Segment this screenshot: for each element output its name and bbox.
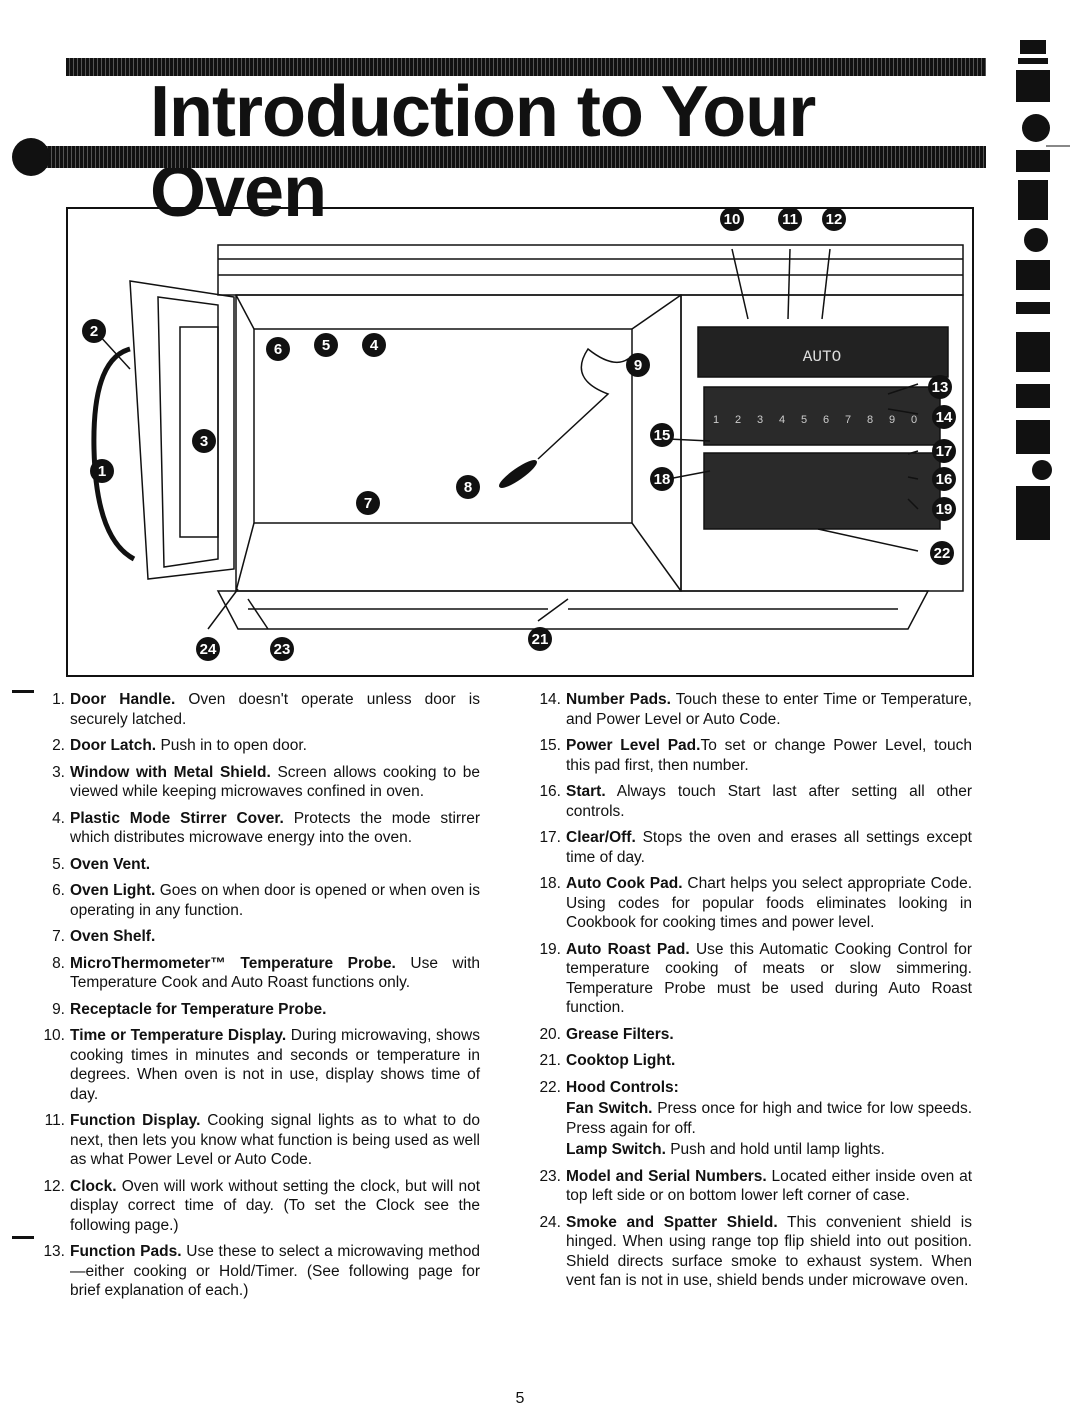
callout-2: 2 [82, 319, 106, 343]
svg-text:23: 23 [274, 641, 291, 658]
legend-item-22: 22.Hood Controls: Fan Switch. Press once… [539, 1078, 973, 1159]
legend-item-18: 18.Auto Cook Pad. Chart helps you select… [539, 875, 972, 931]
oven-diagram-frame [66, 207, 974, 677]
callout-21: 21 [528, 627, 552, 651]
svg-text:4: 4 [370, 337, 379, 354]
legend-subitem-lamp-switch: Lamp Switch. Push and hold until lamp li… [566, 1141, 885, 1158]
legend-item-14: 14.Number Pads. Touch these to enter Tim… [539, 691, 972, 728]
side-title-art [1016, 40, 1070, 540]
callout-9: 9 [626, 353, 650, 377]
callout-16: 16 [932, 467, 956, 491]
svg-text:5: 5 [322, 337, 330, 354]
legend-item-8: 8.MicroThermometer™ Temperature Probe. U… [52, 954, 481, 992]
callout-6: 6 [266, 337, 290, 361]
legend-item-19: 19.Auto Roast Pad. Use this Automatic Co… [539, 940, 973, 1017]
callout-19: 19 [932, 497, 956, 521]
svg-text:18: 18 [654, 471, 671, 488]
panel-key: 0 [911, 414, 917, 426]
panel-key: 5 [801, 414, 807, 426]
legend-left-column: 1.Door Handle. Oven doesn't operate unle… [40, 690, 480, 1308]
svg-text:14: 14 [936, 409, 953, 426]
callout-10: 10 [720, 209, 744, 231]
callout-22: 22 [930, 541, 954, 565]
svg-text:3: 3 [200, 433, 208, 450]
header-rule-bottom [24, 146, 986, 168]
callout-5: 5 [314, 333, 338, 357]
legend-item-15: 15.Power Level Pad.To set or change Powe… [539, 737, 973, 774]
callout-1: 1 [90, 459, 114, 483]
svg-text:7: 7 [364, 495, 372, 512]
svg-text:13: 13 [932, 379, 949, 396]
legend-item-24: 24.Smoke and Spatter Shield. This conven… [539, 1213, 972, 1290]
callout-20-b: 20 [836, 572, 853, 589]
svg-text:1: 1 [98, 463, 106, 480]
callout-17: 17 [932, 439, 956, 463]
svg-text:21: 21 [532, 631, 549, 648]
svg-text:11: 11 [782, 211, 798, 228]
legend-item-10: 10.Time or Temperature Display. During m… [43, 1027, 480, 1103]
svg-text:2: 2 [90, 323, 98, 340]
svg-text:20: 20 [322, 572, 339, 589]
legend-item-21: 21.Cooktop Light. [539, 1052, 676, 1069]
callout-7: 7 [356, 491, 380, 515]
callout-23: 23 [270, 637, 294, 661]
callout-3: 3 [192, 429, 216, 453]
legend-item-20: 20.Grease Filters. [539, 1025, 674, 1043]
legend-item-1: 1.Door Handle. Oven doesn't operate unle… [52, 691, 480, 728]
legend-item-13: 13.Function Pads. Use these to select a … [43, 1243, 480, 1299]
header-rule-top [66, 58, 986, 76]
svg-text:12: 12 [826, 211, 843, 228]
callout-8: 8 [456, 475, 480, 499]
panel-key: 1 [713, 414, 719, 426]
panel-key: 7 [845, 414, 851, 426]
legend-item-2: 2.Door Latch. Push in to open door. [52, 737, 307, 754]
margin-mark [12, 1236, 34, 1239]
svg-text:24: 24 [200, 641, 217, 658]
svg-text:9: 9 [634, 357, 642, 374]
legend-item-16: 16.Start. Always touch Start last after … [539, 783, 972, 820]
svg-text:8: 8 [464, 479, 472, 496]
svg-text:15: 15 [654, 427, 671, 444]
svg-text:17: 17 [936, 443, 953, 460]
oven-diagram: AUTO 1 2 3 4 5 6 7 8 9 0 1 2 3 4 5 6 7 8… [82, 209, 964, 661]
panel-key: 9 [889, 414, 895, 426]
legend-item-9: 9.Receptacle for Temperature Probe. [52, 1000, 327, 1018]
callout-4: 4 [362, 333, 386, 357]
legend-item-17: 17.Clear/Off. Stops the oven and erases … [539, 829, 972, 866]
legend-item-12: 12.Clock. Oven will work without setting… [43, 1177, 480, 1234]
page-number: 5 [515, 1390, 525, 1407]
legend-item-23: 23.Model and Serial Numbers. Located eit… [539, 1167, 972, 1205]
panel-key: 3 [757, 414, 763, 426]
panel-key: 4 [779, 414, 785, 426]
svg-text:19: 19 [936, 501, 953, 518]
panel-display-text: AUTO [803, 348, 841, 366]
callout-18: 18 [650, 467, 674, 491]
svg-text:6: 6 [274, 341, 282, 358]
svg-text:10: 10 [724, 211, 741, 228]
legend-item-3: 3.Window with Metal Shield. Screen allow… [52, 763, 481, 801]
callout-13: 13 [928, 375, 952, 399]
legend-item-4: 4.Plastic Mode Stirrer Cover. Protects t… [52, 809, 480, 847]
panel-key: 8 [867, 414, 873, 426]
callout-24: 24 [196, 637, 220, 661]
panel-key: 2 [735, 414, 741, 426]
callout-14: 14 [932, 405, 956, 429]
margin-mark [12, 690, 34, 693]
legend-item-5: 5.Oven Vent. [52, 855, 151, 873]
callout-15: 15 [650, 423, 674, 447]
svg-text:16: 16 [936, 471, 953, 488]
callout-12: 12 [822, 209, 846, 231]
legend-right-column: 14.Number Pads. Touch these to enter Tim… [536, 690, 972, 1298]
callout-20: 20 [322, 572, 339, 589]
header-rule-dot [12, 138, 50, 176]
legend-item-11: 11.Function Display. Cooking signal ligh… [44, 1112, 481, 1168]
legend-subitem-fan-switch: Fan Switch. Press once for high and twic… [566, 1100, 973, 1137]
page-title: Introduction to Your Oven [150, 72, 816, 232]
legend-item-6: 6.Oven Light. Goes on when door is opene… [52, 882, 480, 919]
legend-item-7: 7.Oven Shelf. [52, 928, 156, 945]
panel-key: 6 [823, 414, 829, 426]
svg-text:20: 20 [836, 572, 853, 589]
svg-text:22: 22 [934, 545, 951, 562]
callout-11: 11 [778, 209, 802, 231]
